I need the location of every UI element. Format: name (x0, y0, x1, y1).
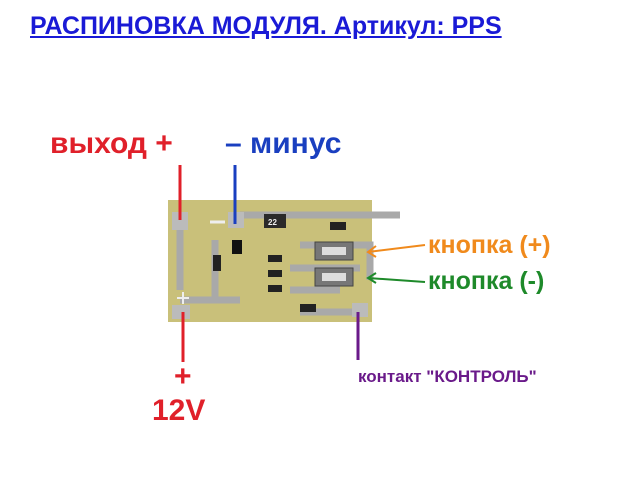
board-mark: 22 (268, 218, 277, 227)
label-control-contact: контакт "КОНТРОЛЬ" (358, 367, 537, 386)
page-title: РАСПИНОВКА МОДУЛЯ. Артикул: PPS (30, 12, 502, 40)
label-12v: 12V (152, 394, 206, 427)
label-minus: – минус (225, 127, 342, 160)
label-output-plus: выход + (50, 127, 173, 160)
button-minus-arrow (366, 272, 426, 284)
pcb-board: 22 (168, 200, 400, 322)
label-power-plus: + (174, 360, 192, 393)
label-button-minus: кнопка (-) (428, 267, 545, 295)
button-plus-arrow (366, 244, 426, 258)
label-button-plus: кнопка (+) (428, 231, 551, 259)
